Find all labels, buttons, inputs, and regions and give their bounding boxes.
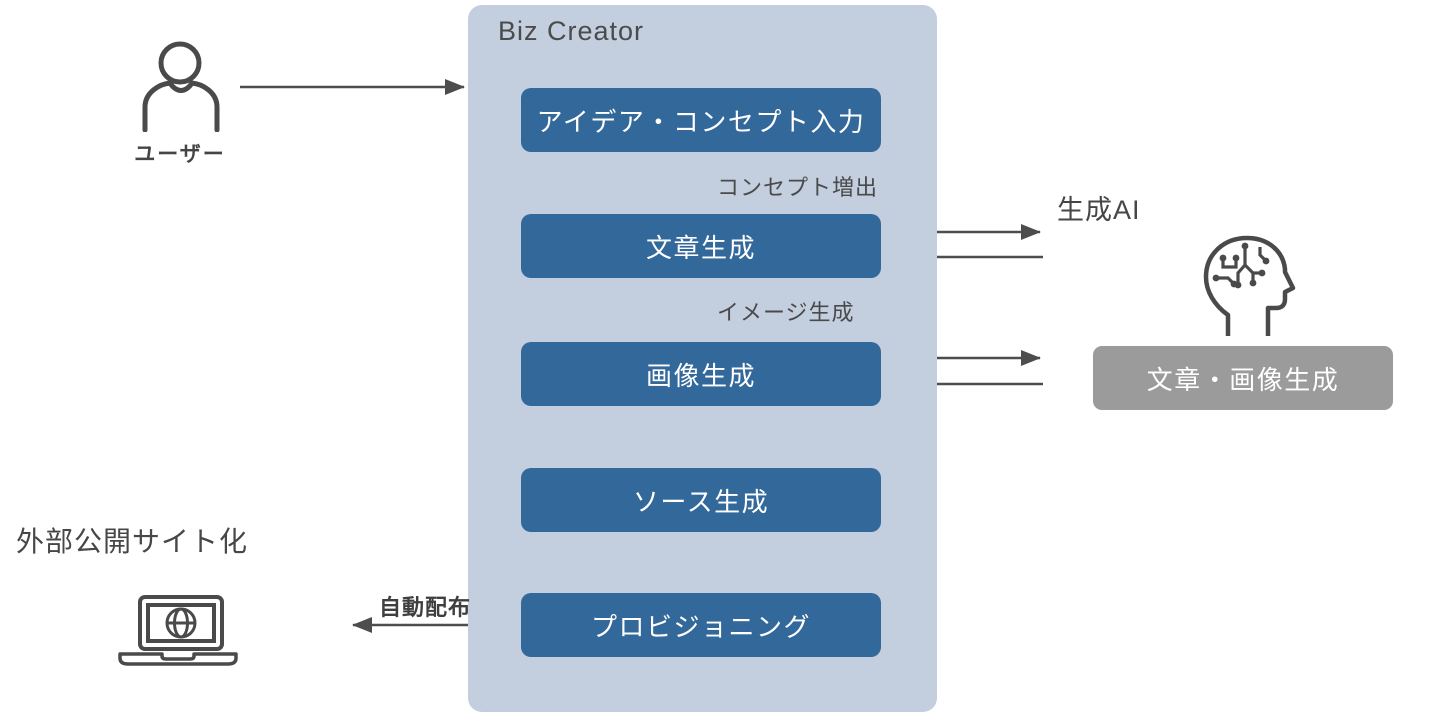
user-icon bbox=[142, 41, 220, 132]
gen-ai-label: 生成AI bbox=[1057, 195, 1141, 225]
laptop-globe-icon bbox=[118, 595, 238, 666]
step-image-generation: 画像生成 bbox=[521, 342, 881, 406]
biz-creator-container: Biz Creator アイデア・コンセプト入力 文章生成 画像生成 ソース生成… bbox=[468, 5, 937, 712]
user-label: ユーザー bbox=[134, 143, 226, 166]
external-site-label: 外部公開サイト化 bbox=[16, 526, 249, 557]
edge-label-image-gen: イメージ生成 bbox=[717, 300, 855, 325]
step-idea-concept-input: アイデア・コンセプト入力 bbox=[521, 88, 881, 152]
ai-text-image-generation-box: 文章・画像生成 bbox=[1093, 346, 1393, 410]
step-source-generation: ソース生成 bbox=[521, 468, 881, 532]
edge-label-concept-out: コンセプト増出 bbox=[717, 175, 879, 200]
ai-head-icon bbox=[1203, 235, 1296, 336]
container-title: Biz Creator bbox=[498, 16, 645, 46]
step-text-generation: 文章生成 bbox=[521, 214, 881, 278]
edge-label-auto-deploy: 自動配布 bbox=[379, 595, 472, 620]
step-provisioning: プロビジョニング bbox=[521, 593, 881, 657]
globe-icon bbox=[165, 607, 197, 639]
